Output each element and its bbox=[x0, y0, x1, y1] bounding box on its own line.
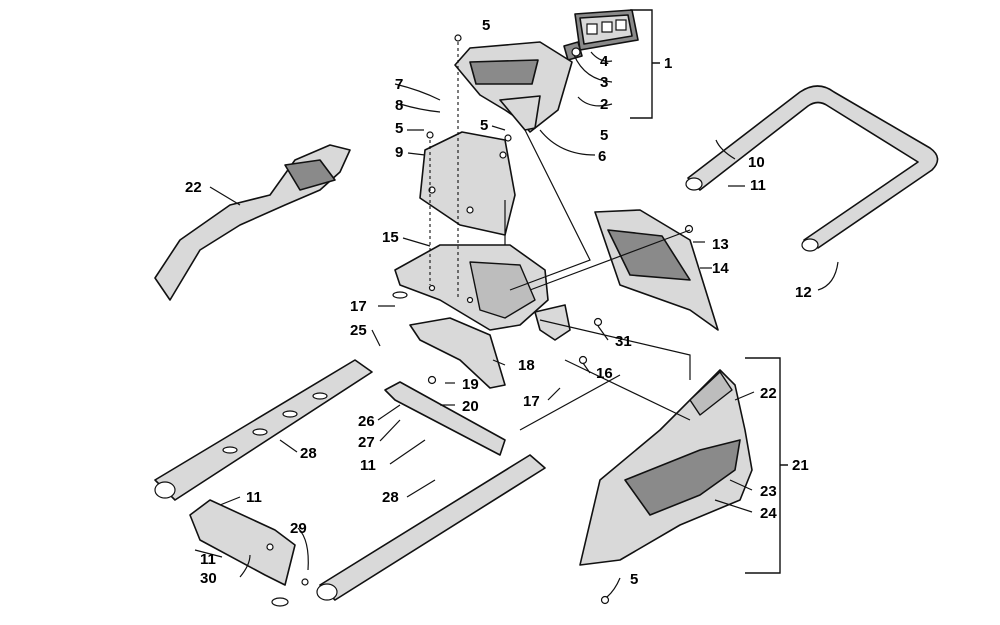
callout-12: 12 bbox=[795, 284, 812, 301]
hardware-fasteners bbox=[266, 34, 694, 607]
callout-5-housing: 5 bbox=[600, 127, 608, 144]
alignment-lines bbox=[429, 42, 459, 300]
group-bracket-21 bbox=[745, 357, 788, 574]
callout-8: 8 bbox=[395, 97, 403, 114]
lower-rail bbox=[316, 454, 546, 601]
callout-7: 7 bbox=[395, 76, 403, 93]
callout-27: 27 bbox=[358, 434, 375, 451]
callout-17-left: 17 bbox=[350, 298, 367, 315]
callout-10: 10 bbox=[748, 154, 765, 171]
callout-16: 16 bbox=[596, 365, 613, 382]
callout-22-right: 22 bbox=[760, 385, 777, 402]
callout-3: 3 bbox=[600, 74, 608, 91]
mud-flap-panel bbox=[409, 317, 506, 389]
callout-13: 13 bbox=[712, 236, 729, 253]
callout-11-lower-right: 11 bbox=[246, 489, 262, 506]
callout-11-bracket: 11 bbox=[360, 457, 376, 474]
callout-29: 29 bbox=[290, 520, 307, 537]
callout-28-lower: 28 bbox=[382, 489, 399, 506]
callout-18: 18 bbox=[518, 357, 535, 374]
callout-30: 30 bbox=[200, 570, 217, 587]
callout-25: 25 bbox=[350, 322, 367, 339]
tail-light-mounting-plate bbox=[419, 131, 516, 236]
callout-26: 26 bbox=[358, 413, 375, 430]
callout-22-left: 22 bbox=[185, 179, 202, 196]
callout-17-right: 17 bbox=[523, 393, 540, 410]
callout-19: 19 bbox=[462, 376, 479, 393]
rear-fender-tray bbox=[394, 244, 549, 331]
upper-rail bbox=[154, 359, 373, 501]
callout-9: 9 bbox=[395, 144, 403, 161]
callout-5-bottom: 5 bbox=[630, 571, 638, 588]
callout-31: 31 bbox=[615, 333, 632, 350]
callout-4: 4 bbox=[600, 53, 609, 70]
callout-5-plate-right: 5 bbox=[480, 117, 488, 134]
callout-labels: 1 2 3 4 5 5 5 5 5 6 7 8 9 10 11 11 11 11… bbox=[185, 17, 812, 588]
callout-2: 2 bbox=[600, 96, 608, 113]
callout-6: 6 bbox=[598, 148, 606, 165]
right-side-cover bbox=[579, 369, 753, 566]
tail-light-bulb-socket bbox=[563, 41, 583, 61]
cross-bracket bbox=[384, 381, 506, 456]
callout-11-grab: 11 bbox=[750, 177, 766, 194]
callout-14: 14 bbox=[712, 260, 729, 277]
tail-light-lens bbox=[574, 9, 639, 51]
callout-5-top: 5 bbox=[482, 17, 490, 34]
grab-bar bbox=[685, 85, 939, 252]
group-bracket-1 bbox=[630, 9, 660, 119]
callout-24: 24 bbox=[760, 505, 777, 522]
leader-lines bbox=[194, 51, 839, 598]
callout-15: 15 bbox=[382, 229, 399, 246]
callout-21: 21 bbox=[792, 457, 809, 474]
callout-1: 1 bbox=[664, 55, 672, 72]
tail-light-housing bbox=[454, 41, 573, 133]
left-side-cover bbox=[154, 144, 351, 301]
right-side-panel bbox=[594, 209, 719, 331]
callout-23: 23 bbox=[760, 483, 777, 500]
callout-11-lower-left: 11 bbox=[200, 551, 216, 568]
callout-5-plate-left: 5 bbox=[395, 120, 403, 137]
callout-28-upper: 28 bbox=[300, 445, 317, 462]
callout-20: 20 bbox=[462, 398, 479, 415]
assembly-lines bbox=[504, 129, 691, 431]
